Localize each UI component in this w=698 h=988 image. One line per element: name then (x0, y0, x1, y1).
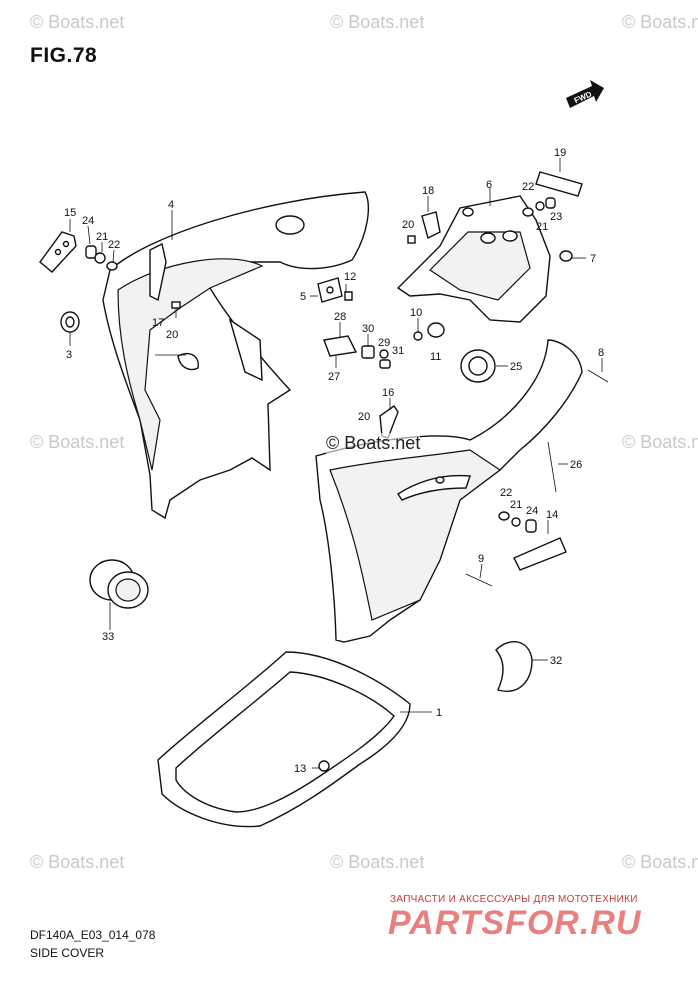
callout-32: 32 (550, 655, 562, 667)
callout-11: 11 (430, 351, 441, 363)
part-8-bolt (587, 369, 609, 383)
callout-24: 24 (82, 215, 94, 227)
part-22-right (498, 511, 510, 521)
callout-24b: 24 (526, 505, 538, 517)
callout-22c: 22 (500, 487, 512, 499)
watermark-top-center: © Boats.net (330, 12, 425, 32)
callout-21c: 21 (510, 499, 522, 511)
part-28-bracket (323, 335, 358, 357)
watermark-top-right: © Boats.net (622, 12, 698, 32)
part-11-grommet (427, 322, 445, 338)
callout-18: 18 (422, 185, 434, 197)
callout-10: 10 (410, 307, 422, 319)
callout-labels: 15 24 21 22 4 3 17 20 5 12 28 30 29 31 2… (64, 147, 604, 775)
part-6-bracket (396, 195, 551, 323)
part-21-top (535, 201, 545, 211)
watermark-mid-right: © Boats.net (622, 432, 698, 452)
callout-9: 9 (478, 553, 484, 565)
part-20-screw-top (407, 235, 416, 244)
callout-21: 21 (96, 231, 108, 243)
part-3-grommet (60, 311, 80, 333)
watermark-bottom-right: © Boats.net (622, 852, 698, 872)
part-16-lever (379, 405, 399, 439)
callout-26: 26 (570, 459, 582, 471)
part-1-seal (157, 651, 411, 828)
callout-19: 19 (554, 147, 566, 159)
shop-logo: PARTSFOR.RU (388, 904, 642, 942)
part-25-grommet (460, 349, 496, 383)
part-22-top (522, 207, 534, 217)
part-14-grip (513, 537, 567, 571)
part-21-washer (94, 252, 106, 264)
part-15-grip (39, 231, 77, 273)
part-24-collar (85, 245, 97, 259)
part-12-clip (344, 291, 353, 301)
callout-15: 15 (64, 207, 76, 219)
part-29-washer (379, 349, 389, 359)
figure-title: FIG.78 (30, 44, 98, 67)
figure-name: SIDE COVER (30, 946, 105, 960)
part-33-sleeve (89, 559, 149, 609)
part-21-right (511, 517, 521, 527)
part-17-bolt (171, 301, 181, 318)
part-19-plate (535, 171, 583, 197)
callout-3: 3 (66, 349, 72, 361)
callout-22: 22 (108, 239, 120, 251)
callout-28: 28 (334, 311, 346, 323)
part-7-nut (559, 250, 573, 262)
part-23-collar (545, 197, 556, 209)
callout-27: 27 (328, 371, 340, 383)
fwd-arrow-icon: FWD (566, 80, 604, 108)
callout-29: 29 (378, 337, 390, 349)
part-32-clip (495, 641, 533, 692)
callout-31: 31 (392, 345, 404, 357)
figure-code: DF140A_E03_014_078 (30, 928, 156, 942)
part-22-nut (106, 261, 118, 271)
callout-6: 6 (486, 179, 492, 191)
part-31-screw (379, 359, 391, 369)
callout-20: 20 (166, 329, 178, 341)
part-13-plug (318, 760, 330, 772)
callout-16: 16 (382, 387, 394, 399)
callout-20c: 20 (358, 411, 370, 423)
callout-17: 17 (152, 317, 164, 329)
callout-12: 12 (344, 271, 356, 283)
part-5-plate (317, 277, 343, 303)
callout-21b: 21 (536, 221, 548, 233)
callout-8: 8 (598, 347, 604, 359)
callout-20b: 20 (402, 219, 414, 231)
callout-4: 4 (168, 199, 174, 211)
part-2-right-side-cover (315, 339, 583, 643)
watermark-top-left: © Boats.net (30, 12, 125, 32)
callout-5: 5 (300, 291, 306, 303)
watermark-center: © Boats.net (326, 433, 421, 454)
callout-25: 25 (510, 361, 522, 373)
watermark-mid-left: © Boats.net (30, 432, 125, 452)
callout-7: 7 (590, 253, 596, 265)
watermark-bottom-left: © Boats.net (30, 852, 125, 872)
part-10-washer (413, 331, 423, 341)
callout-1: 1 (436, 707, 442, 719)
callout-13: 13 (294, 763, 306, 775)
callout-30: 30 (362, 323, 374, 335)
callout-leaders (69, 158, 603, 769)
shop-tagline: ЗАПЧАСТИ И АКСЕССУАРЫ ДЛЯ МОТОТЕХНИКИ (390, 894, 638, 905)
part-18-clamp (421, 211, 441, 240)
part-4-left-side-cover (102, 191, 369, 520)
callout-14: 14 (546, 509, 558, 521)
watermark-bottom-center: © Boats.net (330, 852, 425, 872)
part-24-right (525, 519, 537, 533)
callout-23: 23 (550, 211, 562, 223)
part-30-switch (361, 345, 375, 359)
callout-22b: 22 (522, 181, 534, 193)
part-26-strap (547, 441, 557, 493)
part-9-bolt (465, 573, 493, 587)
fwd-label: FWD (573, 90, 594, 106)
callout-33: 33 (102, 631, 114, 643)
